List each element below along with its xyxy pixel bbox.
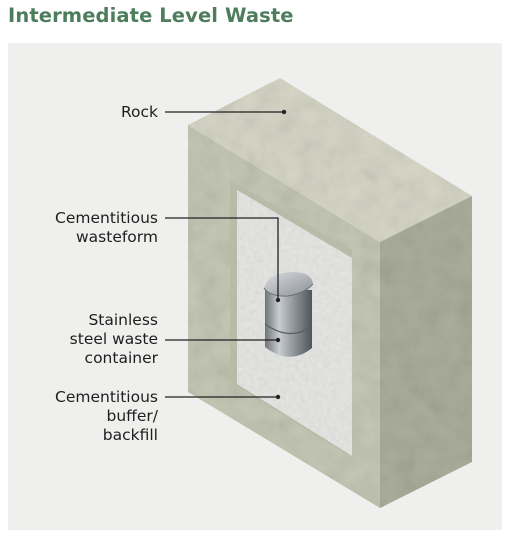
label-buffer-line-2: buffer/	[106, 407, 158, 425]
label-buffer: Cementitious buffer/ backfill	[55, 388, 158, 445]
container-band	[264, 323, 313, 335]
buffer-leader-dot	[275, 394, 281, 400]
label-wasteform-line-2: wasteform	[75, 228, 158, 246]
label-rock-line: Rock	[120, 103, 158, 121]
diagram-title: Intermediate Level Waste	[8, 4, 294, 27]
waste-container	[263, 272, 314, 357]
container-lid	[264, 272, 313, 297]
label-rock: Rock	[121, 103, 158, 122]
rock-side-face	[380, 196, 472, 508]
label-wasteform: Cementitious wasteform	[55, 209, 158, 247]
container-leader-dot	[275, 337, 281, 343]
wasteform-leader	[165, 217, 279, 300]
rock-top-face	[188, 78, 472, 242]
container-lid-edge	[263, 283, 314, 297]
label-buffer-line-1: Cementitious	[55, 388, 158, 406]
wasteform-leader-dot	[275, 297, 281, 303]
rock-block	[188, 78, 472, 508]
label-container-line-1: Stainless	[88, 311, 158, 329]
label-wasteform-line-1: Cementitious	[55, 209, 158, 227]
leader-lines	[165, 109, 287, 400]
label-container-line-3: container	[84, 349, 158, 367]
label-container-line-2: steel waste	[69, 330, 158, 348]
label-container: Stainless steel waste container	[70, 311, 158, 368]
rock-leader-dot	[281, 109, 287, 115]
container-body	[265, 288, 312, 357]
label-buffer-line-3: backfill	[102, 426, 158, 444]
